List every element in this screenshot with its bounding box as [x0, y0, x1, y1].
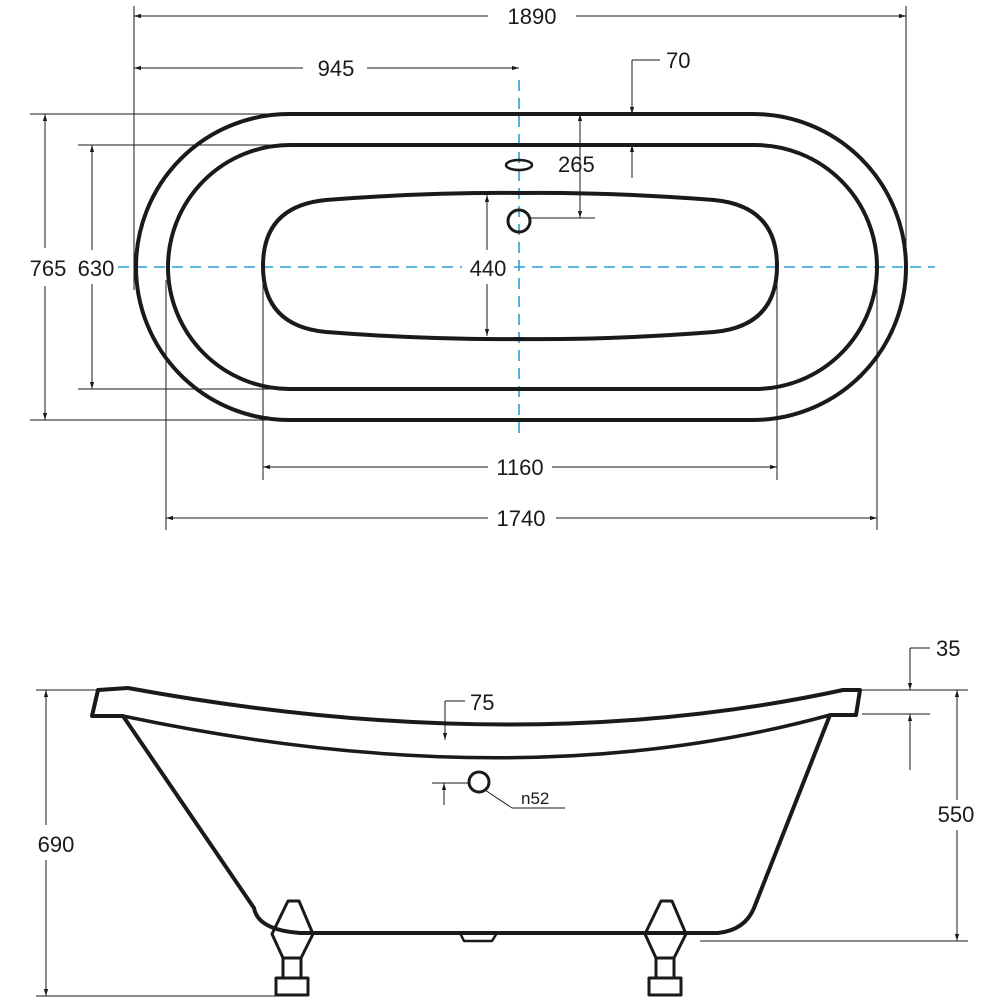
- center-axes: [118, 80, 935, 440]
- dimension-overall-height: 690: [36, 689, 276, 997]
- basin-outline: [261, 190, 779, 342]
- outer-rim-outline: [134, 112, 908, 422]
- dimension-top-rim: 35: [862, 636, 968, 770]
- dimension-overall-length: 1890: [133, 4, 907, 290]
- dimension-overflow-diameter: n52: [432, 782, 565, 809]
- overflow-diameter-label: n52: [521, 789, 549, 808]
- overall-height-label: 690: [38, 832, 75, 857]
- dimension-overflow-offset: 265: [530, 114, 595, 219]
- dimension-overall-width: 765: [30, 113, 289, 421]
- tub-body-outline: [90, 686, 862, 935]
- basin-width-label: 440: [470, 256, 507, 281]
- drain-fitting: [458, 932, 499, 943]
- dimension-inner-width: 630: [78, 144, 290, 390]
- overflow-height-label: 550: [938, 802, 975, 827]
- dimension-overflow-height: 550: [700, 690, 975, 942]
- dimension-basin-length: 1160: [262, 266, 778, 480]
- rim-width-label: 70: [666, 48, 690, 73]
- half-length-label: 945: [318, 56, 355, 81]
- inner-rim-curve: [122, 713, 831, 760]
- top-view: 1890 945 70 265 765: [30, 4, 935, 531]
- overall-length-label: 1890: [508, 4, 557, 29]
- dimension-rim-width: 70: [629, 48, 690, 178]
- inner-width-label: 630: [78, 256, 115, 281]
- overall-width-label: 765: [30, 256, 67, 281]
- inner-length-label: 1740: [497, 506, 546, 531]
- overflow-fitting: [467, 770, 491, 794]
- dimension-basin-width: 440: [462, 195, 514, 336]
- right-foot: [643, 899, 688, 997]
- overflow-slot: [504, 158, 534, 172]
- drain-hole: [506, 208, 532, 234]
- left-foot: [270, 899, 315, 997]
- side-view: 35 75 n52 550 690: [36, 636, 975, 997]
- basin-length-label: 1160: [496, 455, 543, 480]
- top-rim-label: 35: [936, 636, 960, 661]
- dimension-half-length: 945: [134, 56, 519, 81]
- inner-rim-outline: [166, 143, 879, 391]
- dimension-side-rim: 75: [442, 690, 494, 740]
- overflow-offset-label: 265: [558, 152, 595, 177]
- side-rim-label: 75: [470, 690, 494, 715]
- dimension-inner-length: 1740: [165, 280, 878, 531]
